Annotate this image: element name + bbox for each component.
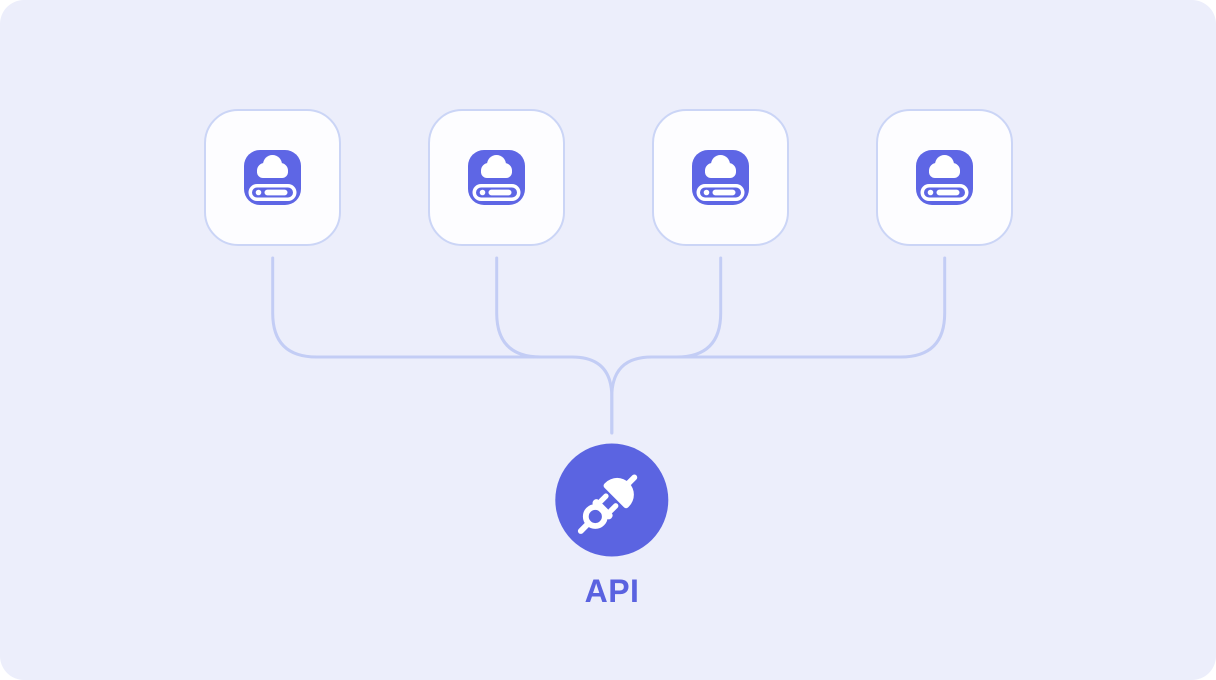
plug-icon <box>577 474 638 534</box>
drive-indicator-dot <box>927 189 934 196</box>
cloud-glyph <box>257 155 288 178</box>
cloud-glyph <box>705 155 736 178</box>
source-card-1 <box>204 109 341 246</box>
source-card-4 <box>876 109 1013 246</box>
connector-source-3 <box>675 256 723 359</box>
api-label: API <box>584 573 640 609</box>
drive-indicator-dot <box>479 189 486 196</box>
storage-drive-icon <box>244 150 301 205</box>
storage-drive-icon <box>692 150 749 205</box>
source-card-2 <box>428 109 565 246</box>
connector-source-2 <box>495 256 543 359</box>
drive-indicator-dot <box>255 189 262 196</box>
connector-source-4 <box>610 256 947 435</box>
drive-slot <box>712 189 736 196</box>
storage-drive-icon <box>468 150 525 205</box>
plug-cable-tail <box>577 522 590 534</box>
storage-drive-icon <box>916 150 973 205</box>
drive-slot <box>936 189 960 196</box>
drive-slot <box>264 189 288 196</box>
source-cards-row <box>204 109 1013 246</box>
cloud-glyph <box>929 155 960 178</box>
plug-prong-left <box>598 493 609 504</box>
source-card-3 <box>652 109 789 246</box>
plug-socket-tail <box>625 474 638 487</box>
cloud-glyph <box>481 155 512 178</box>
drive-indicator-dot <box>703 189 710 196</box>
api-hub-circle <box>555 443 669 557</box>
plug-prong-right <box>608 503 619 514</box>
connector-source-1 <box>271 256 614 435</box>
drive-slot <box>488 189 512 196</box>
